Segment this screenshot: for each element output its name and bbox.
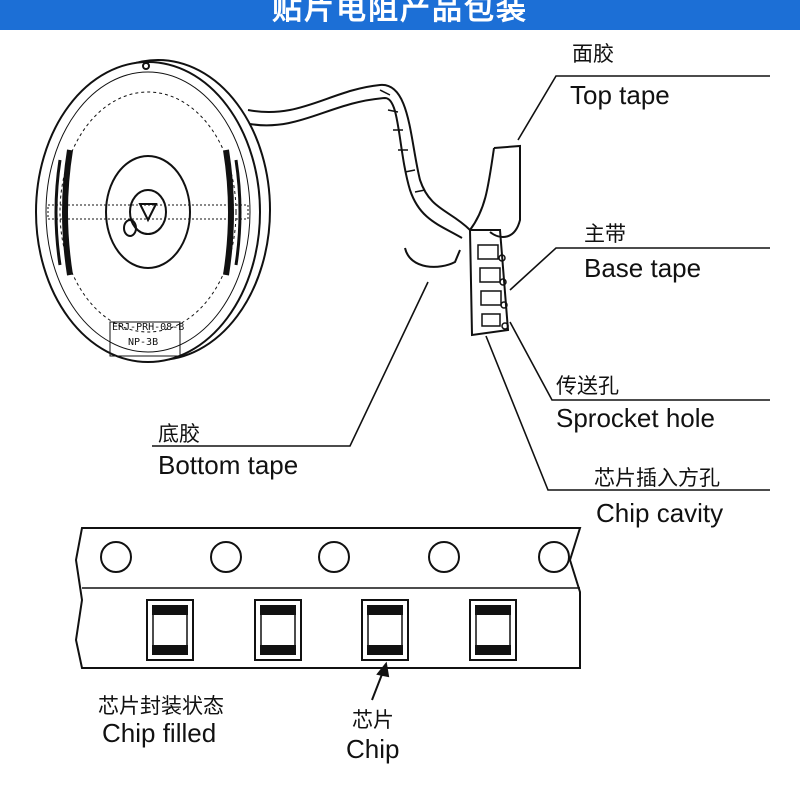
- page-title: 贴片电阻产品包装: [272, 0, 528, 27]
- title-banner: 贴片电阻产品包装: [0, 0, 800, 30]
- chip-cavity-en: Chip cavity: [596, 498, 724, 528]
- tape-detail: [74, 527, 582, 701]
- tape-strip: [247, 83, 521, 337]
- chip-en: Chip: [346, 734, 400, 764]
- callout-lines: [152, 75, 770, 491]
- base-tape-cn: 主带: [584, 222, 626, 246]
- chip-filled-en: Chip filled: [102, 718, 217, 748]
- top-tape-en: Top tape: [570, 80, 670, 110]
- chip-cn: 芯片: [352, 708, 394, 732]
- chip-cavity-2: [254, 599, 302, 661]
- chip-filled-cn: 芯片封装状态: [98, 694, 224, 718]
- chip-cavity-4: [469, 599, 517, 661]
- sprocket-hole-en: Sprocket hole: [556, 403, 715, 433]
- bottom-tape-en: Bottom tape: [158, 450, 299, 480]
- chip-cavity-3: [361, 599, 409, 661]
- reel-label-line2: NP-3B: [128, 337, 159, 348]
- bottom-tape-cn: 底胶: [158, 422, 200, 446]
- sprocket-hole-cn: 传送孔: [556, 374, 619, 398]
- chip-cavity-cn: 芯片插入方孔: [594, 466, 720, 490]
- reel: [35, 59, 271, 363]
- chip-cavity-1: [146, 599, 194, 661]
- reel-label-line1: ERJ-PRH-08-B: [112, 322, 185, 333]
- top-tape-cn: 面胶: [572, 42, 614, 66]
- base-tape-en: Base tape: [584, 253, 702, 283]
